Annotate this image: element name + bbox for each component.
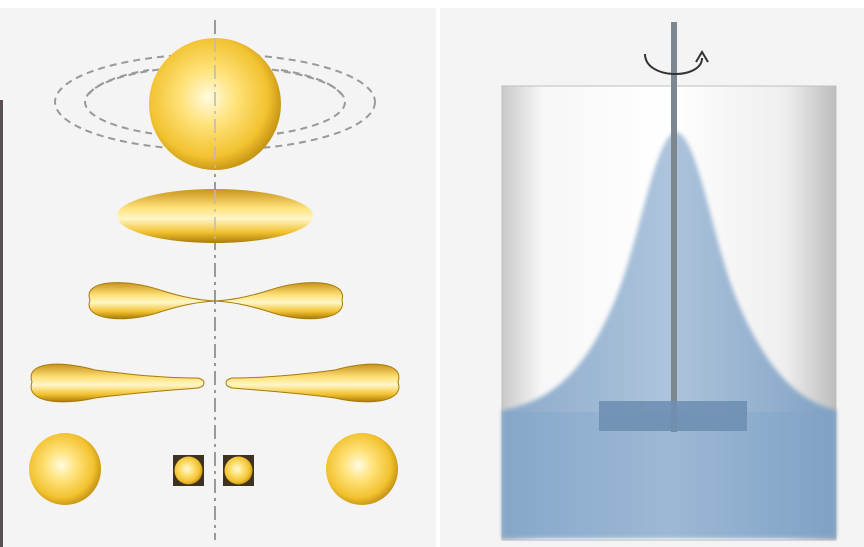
- impeller-blade: [599, 401, 747, 431]
- rotating-container-figure: [440, 8, 864, 547]
- drop-sequence-figure: [0, 8, 436, 547]
- liquid-volume: [502, 132, 836, 538]
- right-droplet: [326, 433, 398, 505]
- outer-orbit-ellipse: [54, 53, 376, 151]
- stage-pinching-dumbbell: [30, 363, 400, 403]
- drop-sequence-panel: [0, 8, 436, 547]
- right-lobe: [225, 363, 400, 403]
- rotation-arrow-curve: [644, 53, 703, 75]
- stage-dumbbell: [88, 282, 343, 320]
- dumbbell-drop: [88, 282, 343, 320]
- rotation-arrowhead: [695, 50, 709, 63]
- left-lobe: [30, 363, 205, 403]
- rotating-container-panel: [440, 0, 864, 547]
- orbit-front-arc-left: [88, 69, 150, 95]
- orbit-front-arc-right: [280, 69, 342, 95]
- oblate-drop: [117, 189, 313, 243]
- satellite-droplet-right: [224, 456, 253, 485]
- stage-fragments: [29, 433, 398, 505]
- curved-arrow-icon: [644, 50, 709, 75]
- stage-sphere: [54, 38, 376, 170]
- rotation-shaft: [671, 22, 677, 432]
- stage-oblate-ellipsoid: [117, 189, 313, 243]
- satellite-droplet-left: [174, 456, 203, 485]
- left-droplet: [29, 433, 101, 505]
- liquid-lower-band: [502, 412, 836, 538]
- left-edge-bar: [0, 100, 3, 547]
